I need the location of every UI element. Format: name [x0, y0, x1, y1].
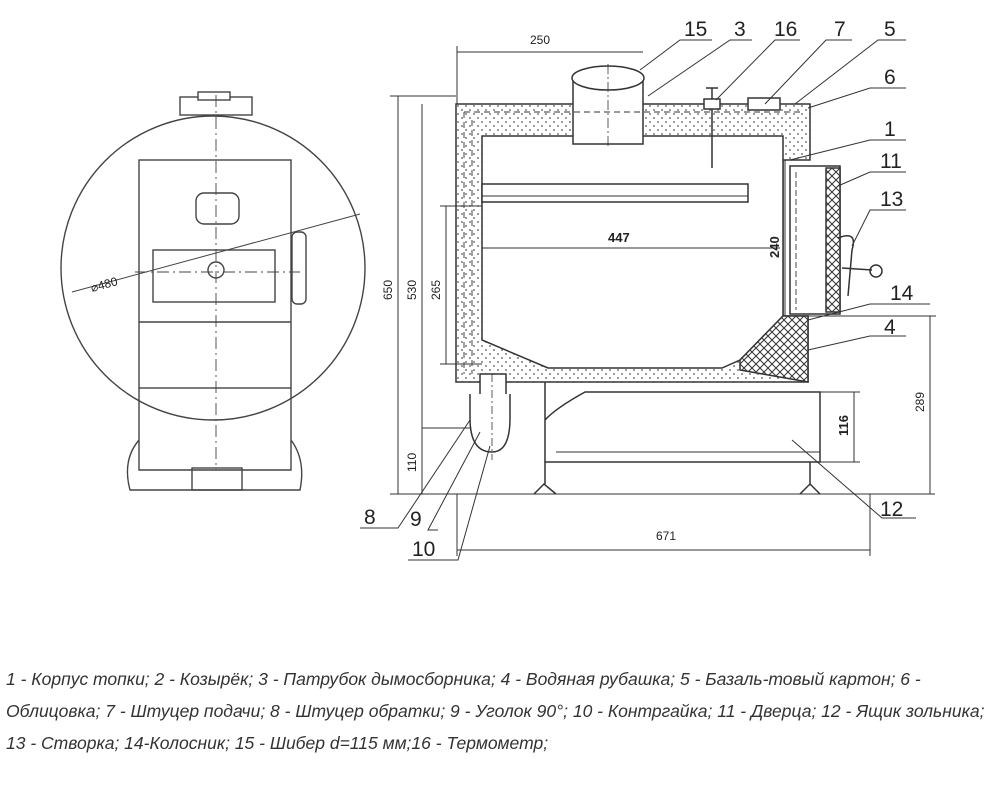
callout-13: 13 [880, 188, 903, 211]
front-body [138, 159, 292, 389]
callout-4: 4 [884, 316, 896, 339]
callout-3: 3 [734, 18, 746, 41]
callout-14: 14 [890, 282, 914, 305]
dimension-lines [390, 46, 936, 556]
callout-15: 15 [684, 18, 707, 41]
callout-7: 7 [834, 18, 846, 41]
front-loading-door [152, 249, 276, 303]
callout-leaders [360, 39, 930, 561]
dim-265: 265 [429, 280, 443, 300]
legend-caption: 1 - Корпус топки; 2 - Козырёк; 3 - Патру… [6, 669, 985, 753]
dim-530: 530 [405, 280, 419, 300]
dim-289: 289 [913, 392, 927, 412]
dim-110: 110 [405, 453, 419, 472]
callout-6: 6 [884, 66, 896, 89]
dim-116: 116 [836, 415, 851, 436]
callout-16: 16 [774, 18, 797, 41]
front-view [60, 91, 366, 491]
thermometer [703, 87, 721, 168]
callout-10: 10 [412, 538, 435, 561]
callout-8: 8 [364, 506, 376, 529]
flue-shelf [481, 183, 749, 203]
front-casing-circle [60, 115, 366, 421]
dim-447: 447 [608, 230, 630, 245]
side-section [455, 64, 883, 495]
front-door-handle [291, 231, 307, 305]
callout-5: 5 [884, 18, 896, 41]
ash-box [544, 382, 821, 463]
dim-diameter-480: ⌀480 [89, 274, 119, 295]
door-flap [837, 235, 855, 297]
firebox-inner [481, 135, 784, 369]
grate-block [739, 315, 809, 383]
dim-250: 250 [530, 33, 550, 47]
callout-1: 1 [884, 118, 896, 141]
supply-fitting [747, 97, 781, 111]
dim-240: 240 [767, 236, 782, 258]
callout-9: 9 [410, 508, 422, 531]
dim-671: 671 [656, 529, 676, 543]
front-inspection-door [195, 192, 240, 225]
dim-650: 650 [381, 280, 395, 300]
front-ash-box [191, 467, 243, 491]
boiler-technical-drawing: ⌀480 [60, 18, 936, 561]
callout-12: 12 [880, 498, 903, 521]
callout-11: 11 [880, 150, 902, 173]
